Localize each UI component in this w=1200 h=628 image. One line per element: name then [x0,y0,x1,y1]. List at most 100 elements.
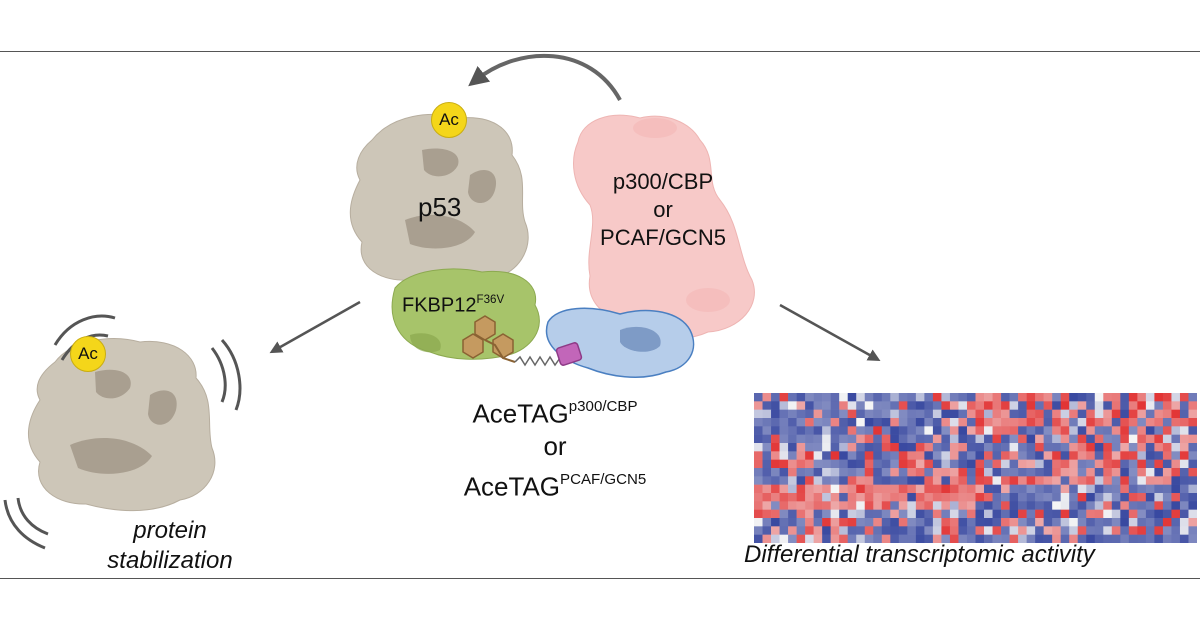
heatmap-cell [907,443,917,452]
heatmap-cell [958,534,968,543]
heatmap-cell [771,484,780,494]
heatmap-cell [1086,468,1096,477]
heatmap-cell [1145,509,1155,519]
heatmap-cell [898,509,908,519]
heatmap-cell [813,476,823,485]
heatmap-cell [1052,443,1061,452]
heatmap-cell [1137,443,1147,452]
heatmap-cell [1162,443,1172,452]
stabilization-label-line2: stabilization [107,547,233,574]
heatmap-cell [1162,393,1172,402]
heatmap-cell [1179,418,1189,427]
heatmap-cell [1137,526,1147,535]
heatmap-cell [830,451,840,460]
heatmap-cell [754,526,763,535]
heatmap-cell [771,426,780,435]
heatmap-cell [1179,518,1189,527]
heatmap-cell [1128,418,1138,427]
stabilization-label-line1: protein [133,517,207,544]
heatmap-cell [771,418,780,427]
heatmap-cell [958,434,968,444]
heatmap-cell [788,401,797,410]
heatmap-cell [779,459,789,469]
heatmap-cell [1018,526,1027,535]
heatmap-cell [830,501,840,510]
heatmap-cell [822,401,831,410]
heatmap-cell [754,484,763,494]
heatmap-cell [788,459,797,469]
heatmap-cell [1001,468,1010,477]
heatmap-cell [1001,484,1010,494]
heatmap-cell [813,484,823,494]
heatmap-cell [966,534,976,543]
heatmap-cell [1026,443,1036,452]
heatmap-cell [822,468,831,477]
heatmap-cell [932,434,942,444]
heatmap-cell [1043,476,1053,485]
heatmap-cell [864,443,874,452]
heatmap-cell [856,426,866,435]
heatmap-cell [1111,526,1121,535]
heatmap-cell [1077,534,1087,543]
heatmap-cell [1111,493,1121,502]
heatmap-cell [1009,509,1019,519]
heatmap-cell [1094,393,1104,402]
heatmap-cell [813,459,823,469]
heatmap-cell [1035,409,1044,419]
heatmap-cell [1052,401,1061,410]
heatmap-cell [932,401,942,410]
heatmap-cell [1018,501,1027,510]
heatmap-cell [754,409,763,419]
heatmap-cell [796,451,806,460]
heatmap-cell [762,518,772,527]
heatmap-cell [1069,468,1079,477]
heatmap-cell [1009,434,1019,444]
heatmap-cell [941,484,951,494]
heatmap-cell [864,401,874,410]
heatmap-cell [1086,393,1096,402]
heatmap-cell [1001,526,1010,535]
heatmap-cell [873,393,883,402]
heatmap-cell [924,509,934,519]
heatmap-cell [1077,518,1087,527]
heatmap-cell [779,526,789,535]
heatmap-cell [1069,509,1079,519]
heatmap-cell [779,418,789,427]
heatmap-cell [907,518,917,527]
heatmap-cell [1060,493,1070,502]
heatmap-cell [754,468,763,477]
vibration-arc-topleft [53,314,116,346]
linker [514,355,561,367]
hat-label: p300/CBP or PCAF/GCN5 [588,168,738,252]
heatmap-cell [1069,393,1079,402]
heatmap-cell [762,418,772,427]
heatmap-cell [890,434,900,444]
heatmap-cell [915,518,925,527]
heatmap-cell [1043,434,1053,444]
heatmap-cell [805,393,814,402]
heatmap-cell [881,484,891,494]
heatmap-cell [1162,459,1172,469]
heatmap-cell [1128,459,1138,469]
heatmap-cell [822,534,831,543]
heatmap-cell [847,476,857,485]
heatmap-cell [1162,476,1172,485]
heatmap-cell [1077,484,1087,494]
heatmap-cell [1171,526,1181,535]
heatmap-cell [1086,443,1096,452]
heatmap-cell [949,534,959,543]
heatmap-cell [788,476,797,485]
heatmap-cell [1188,451,1197,460]
heatmap-cell [839,476,849,485]
heatmap-cell [796,476,806,485]
heatmap-cell [984,393,993,402]
heatmap-cell [915,418,925,427]
heatmap-cell [1069,518,1079,527]
heatmap-cell [1069,418,1079,427]
heatmap-cell [864,434,874,444]
heatmap-cell [771,509,780,519]
heatmap-cell [1043,409,1053,419]
heatmap-cell [1052,418,1061,427]
heatmap-cell [949,518,959,527]
